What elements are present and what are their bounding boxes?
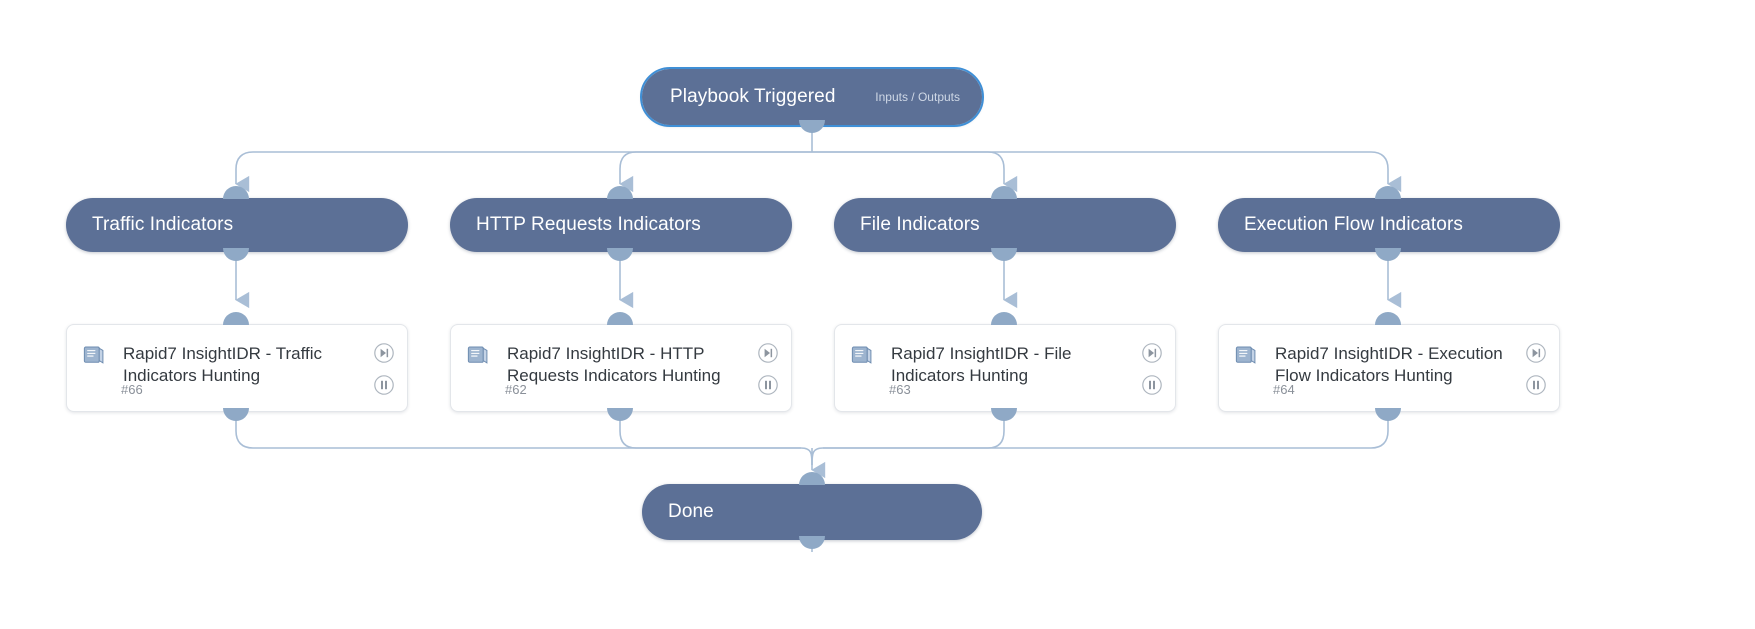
step-forward-icon[interactable] xyxy=(757,342,779,364)
wire-trigger-to-branch-2 xyxy=(619,151,812,193)
trigger-title: Playbook Triggered xyxy=(670,86,836,107)
pause-icon[interactable] xyxy=(757,374,779,396)
book-icon xyxy=(83,345,105,365)
action-card-id: #62 xyxy=(505,382,527,397)
action-card-file-indicators-hunting[interactable]: Rapid7 InsightIDR - File Indicators Hunt… xyxy=(834,324,1176,412)
trigger-inputs-outputs-label[interactable]: Inputs / Outputs xyxy=(875,90,960,104)
pause-icon[interactable] xyxy=(373,374,395,396)
book-icon xyxy=(1235,345,1257,365)
action-card-id: #64 xyxy=(1273,382,1295,397)
node-done[interactable]: Done xyxy=(642,484,982,540)
book-icon xyxy=(851,345,873,365)
wire-action-4-to-done xyxy=(823,412,1389,449)
action-card-id: #63 xyxy=(889,382,911,397)
step-forward-icon[interactable] xyxy=(1525,342,1547,364)
action-card-title: Rapid7 InsightIDR - Traffic Indicators H… xyxy=(123,344,323,385)
pause-icon[interactable] xyxy=(1141,374,1163,396)
action-card-title: Rapid7 InsightIDR - HTTP Requests Indica… xyxy=(507,344,721,385)
done-label: Done xyxy=(668,501,714,522)
node-branch-traffic-indicators[interactable]: Traffic Indicators xyxy=(66,198,408,252)
node-branch-http-requests-indicators[interactable]: HTTP Requests Indicators xyxy=(450,198,792,252)
pause-icon[interactable] xyxy=(1525,374,1547,396)
wire-trigger-to-branch-1 xyxy=(236,151,813,184)
book-icon xyxy=(467,345,489,365)
wire-trigger-to-branch-3 xyxy=(812,151,1018,193)
action-card-title: Rapid7 InsightIDR - Execution Flow Indic… xyxy=(1275,344,1503,385)
action-card-http-requests-indicators-hunting[interactable]: Rapid7 InsightIDR - HTTP Requests Indica… xyxy=(450,324,792,412)
branch-label: Traffic Indicators xyxy=(92,214,234,235)
node-branch-execution-flow-indicators[interactable]: Execution Flow Indicators xyxy=(1218,198,1560,252)
step-forward-icon[interactable] xyxy=(1141,342,1163,364)
wire-action-3-to-done xyxy=(811,412,1005,466)
action-card-id: #66 xyxy=(121,382,143,397)
branch-label: File Indicators xyxy=(860,214,980,235)
wire-trigger-to-branch-4 xyxy=(812,151,1402,193)
wire-action-1-to-done xyxy=(235,412,813,466)
branch-label: Execution Flow Indicators xyxy=(1244,214,1463,235)
wire-action-2-to-done xyxy=(619,412,801,449)
action-card-traffic-indicators-hunting[interactable]: Rapid7 InsightIDR - Traffic Indicators H… xyxy=(66,324,408,412)
node-playbook-triggered[interactable]: Playbook Triggered Inputs / Outputs xyxy=(640,67,984,127)
action-card-execution-flow-indicators-hunting[interactable]: Rapid7 InsightIDR - Execution Flow Indic… xyxy=(1218,324,1560,412)
branch-label: HTTP Requests Indicators xyxy=(476,214,701,235)
step-forward-icon[interactable] xyxy=(373,342,395,364)
action-card-title: Rapid7 InsightIDR - File Indicators Hunt… xyxy=(891,344,1072,385)
node-branch-file-indicators[interactable]: File Indicators xyxy=(834,198,1176,252)
